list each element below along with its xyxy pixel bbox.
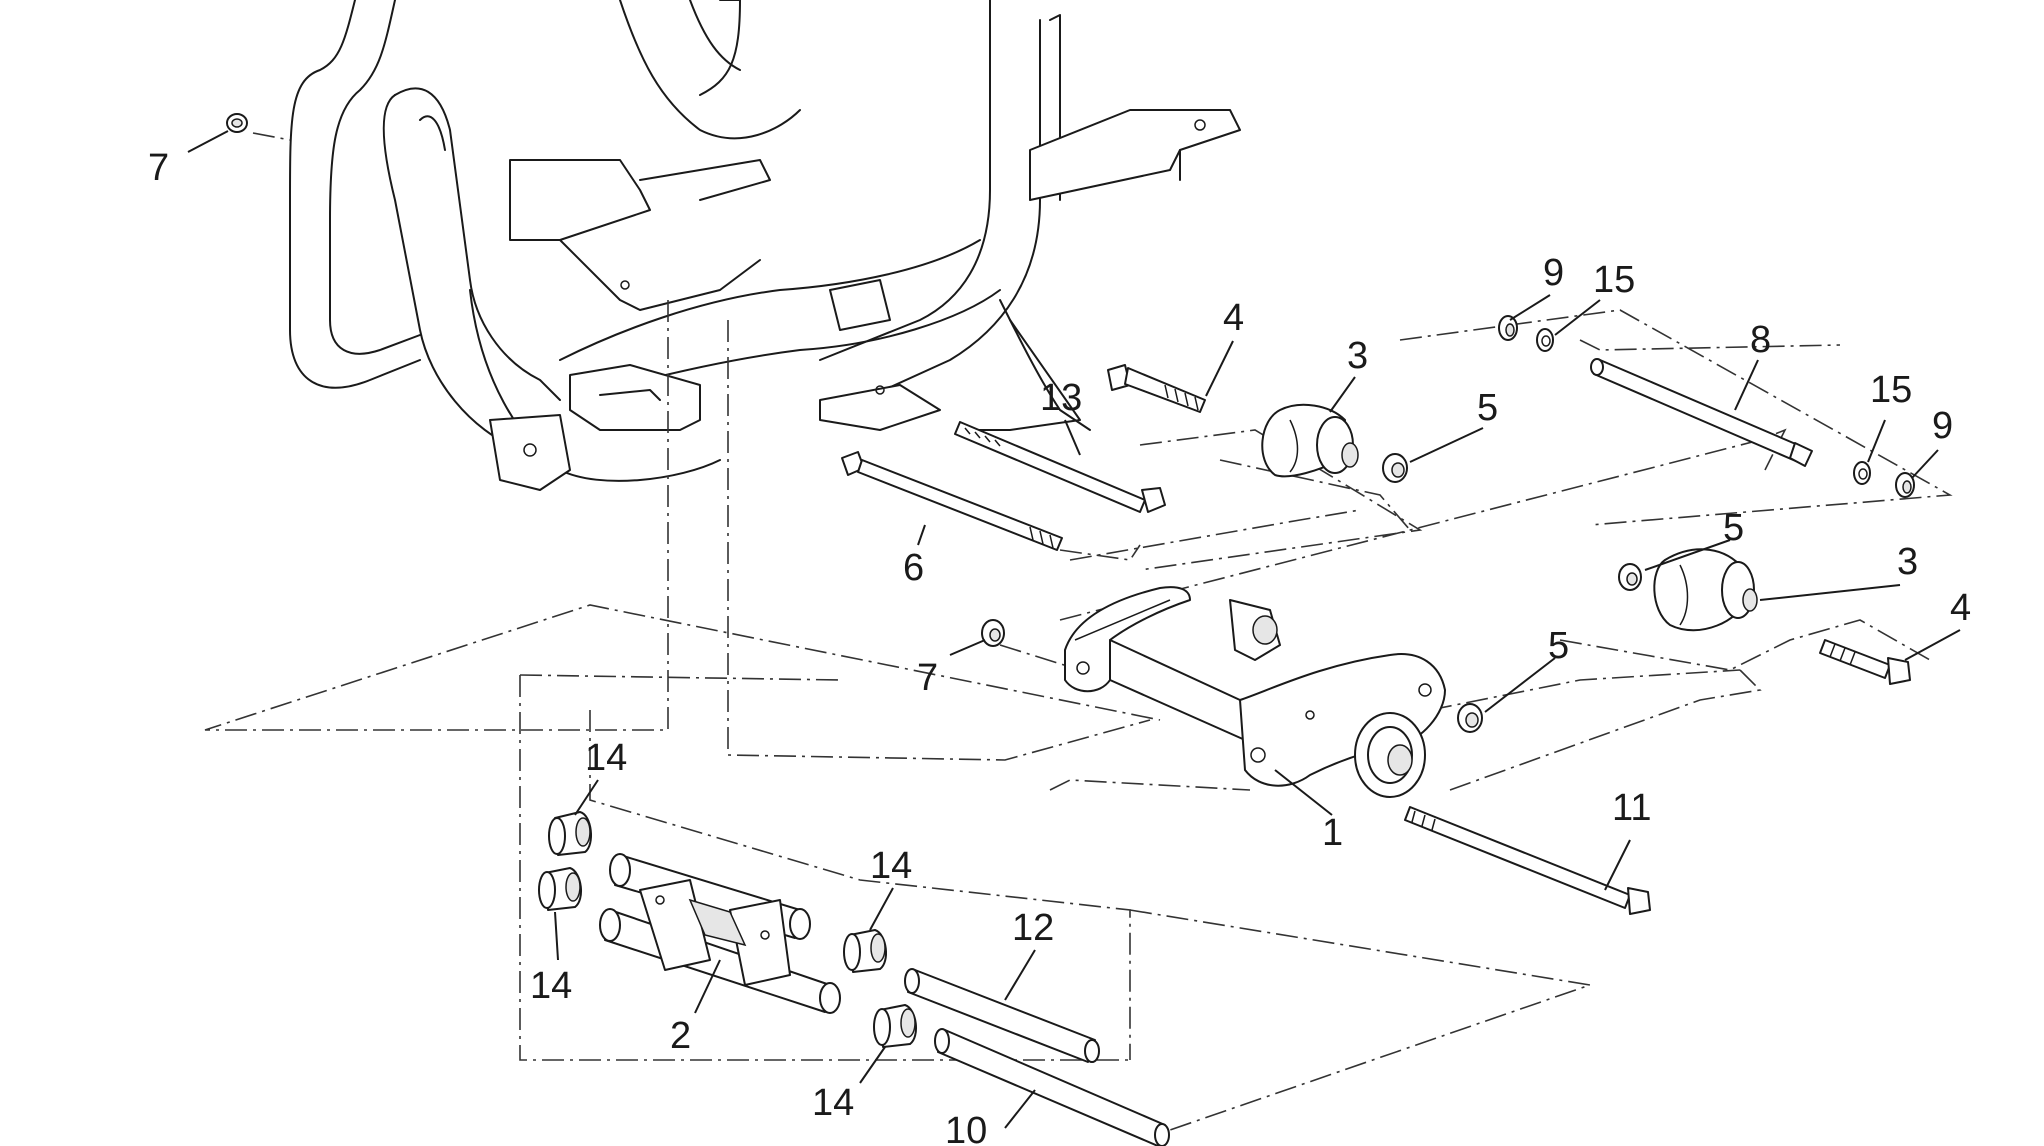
part-4-bolt-upper: [1107, 364, 1206, 413]
callout-8: 8: [1750, 319, 1771, 361]
part-7-nut-middle: [981, 619, 1005, 647]
callout-13: 13: [1040, 377, 1082, 419]
callout-7-middle: 7: [917, 657, 938, 699]
callout-14-c: 14: [870, 845, 912, 887]
callout-14-a: 14: [585, 737, 627, 779]
part-14-bushing-c: [843, 929, 887, 973]
part-4-bolt-lower: [1819, 639, 1911, 685]
part-3-bushing-lower: [1653, 548, 1758, 632]
part-5-nut-a: [1382, 453, 1408, 483]
part-15-washer-right: [1853, 461, 1871, 485]
part-6-bolt: [841, 451, 1063, 551]
part-13-bolt: [954, 421, 1166, 513]
callout-6: 6: [903, 547, 924, 589]
callout-12: 12: [1012, 907, 1054, 949]
callout-5-lower: 5: [1548, 625, 1569, 667]
callout-9-right: 9: [1932, 405, 1953, 447]
part-5-nut-b: [1618, 563, 1642, 591]
part-2-link: [599, 853, 841, 1014]
callout-4-upper: 4: [1223, 297, 1244, 339]
callout-3-lower: 3: [1897, 541, 1918, 583]
part-15-washer-left: [1536, 328, 1554, 352]
assembly-guide-lines: [204, 132, 1953, 1131]
part-12-pin: [904, 968, 1100, 1063]
callout-3-upper: 3: [1347, 335, 1368, 377]
callout-labels: 7 4 3 5 13 6 9 15 8 15 9 5 3 4 7 5 1 11 …: [148, 147, 1971, 1146]
callout-10: 10: [945, 1110, 987, 1146]
part-11-bolt: [1404, 806, 1651, 915]
part-5-nut-c: [1457, 703, 1483, 733]
callout-1: 1: [1322, 812, 1343, 854]
part-14-bushing-a: [548, 811, 592, 856]
part-7-nut-upper: [226, 113, 248, 133]
part-3-bushing-upper: [1261, 403, 1359, 478]
part-14-bushing-d: [873, 1004, 917, 1048]
part-1-swing-arm: [1064, 586, 1446, 798]
callout-14-b: 14: [530, 965, 572, 1007]
callout-5-upper: 5: [1477, 387, 1498, 429]
callout-9-left: 9: [1543, 252, 1564, 294]
callout-15-left: 15: [1593, 259, 1635, 301]
frame-assembly: [289, 0, 1241, 491]
part-9-nut-left: [1498, 315, 1518, 341]
callout-15-right: 15: [1870, 369, 1912, 411]
part-14-bushing-b: [538, 867, 582, 911]
part-9-nut-right: [1895, 472, 1915, 498]
callout-14-d: 14: [812, 1082, 854, 1124]
part-8-shaft: [1590, 358, 1813, 467]
callout-4-lower: 4: [1950, 587, 1971, 629]
callout-7-upper: 7: [148, 147, 169, 189]
part-10-pin: [934, 1028, 1170, 1146]
callout-leaders: [187, 130, 1961, 1129]
callout-2: 2: [670, 1015, 691, 1057]
callout-5-middle: 5: [1723, 507, 1744, 549]
callout-11: 11: [1612, 787, 1651, 829]
